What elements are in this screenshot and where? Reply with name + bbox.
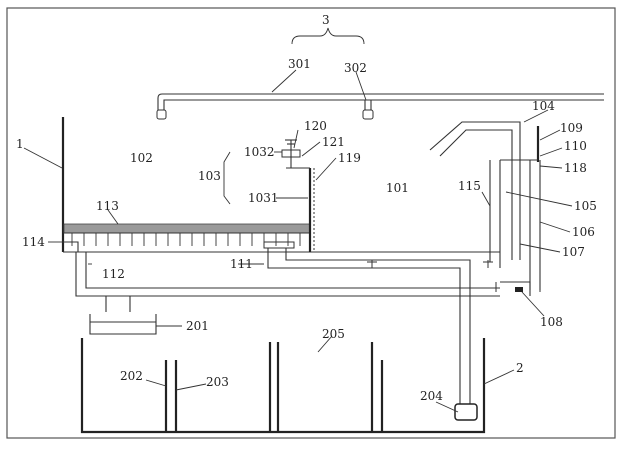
inlet-104-inner bbox=[439, 129, 513, 260]
leader-2 bbox=[483, 369, 515, 385]
label-201: 201 bbox=[186, 319, 209, 333]
leader-110 bbox=[539, 147, 563, 157]
label-203: 203 bbox=[206, 375, 229, 389]
label-205: 205 bbox=[322, 327, 345, 341]
leader-1 bbox=[23, 147, 63, 169]
label-108: 108 bbox=[540, 315, 563, 329]
leader-205 bbox=[317, 335, 333, 353]
spray-assembly bbox=[156, 27, 604, 120]
leader-lines bbox=[23, 109, 573, 413]
brace-3 bbox=[291, 27, 365, 45]
spray-pipe-bottom bbox=[163, 99, 604, 110]
leader-121 bbox=[301, 141, 321, 157]
label-301: 301 bbox=[288, 57, 311, 71]
label-204: 204 bbox=[420, 389, 443, 403]
pipe-111-inner bbox=[285, 248, 471, 418]
main-tank bbox=[61, 117, 500, 418]
collector-111 bbox=[263, 241, 295, 249]
leader-302 bbox=[355, 71, 367, 101]
leader-204 bbox=[435, 401, 459, 413]
right-column bbox=[429, 121, 541, 296]
labels: 3 301 302 1 102 101 103 1032 1031 120 12… bbox=[16, 13, 597, 403]
label-110: 110 bbox=[564, 139, 587, 153]
tray-201 bbox=[89, 314, 157, 335]
pipe-112-inner bbox=[85, 252, 500, 289]
spray-pipe-top bbox=[157, 93, 604, 110]
leader-118 bbox=[539, 165, 563, 169]
pipe-111-outer bbox=[267, 248, 461, 418]
drop-to-201 bbox=[105, 296, 131, 312]
label-2: 2 bbox=[516, 361, 524, 375]
label-101: 101 bbox=[386, 181, 409, 195]
lower-tank-wall bbox=[80, 338, 486, 434]
pipe-115 bbox=[489, 160, 501, 268]
lower-tank bbox=[80, 338, 486, 434]
outlet-114 bbox=[63, 241, 79, 252]
sensor-108 bbox=[515, 287, 523, 292]
label-111: 111 bbox=[230, 257, 253, 271]
label-3: 3 bbox=[322, 13, 330, 27]
pipe-107 bbox=[500, 281, 531, 296]
leader-202 bbox=[145, 379, 167, 387]
label-114: 114 bbox=[22, 235, 45, 249]
leader-301 bbox=[271, 69, 297, 93]
filter-supports bbox=[71, 233, 301, 246]
leader-107 bbox=[519, 243, 561, 253]
leader-108 bbox=[521, 291, 545, 317]
pipe-112-outer bbox=[75, 252, 500, 297]
label-1032: 1032 bbox=[244, 145, 275, 159]
label-121: 121 bbox=[322, 135, 345, 149]
leader-115 bbox=[481, 191, 491, 207]
label-118: 118 bbox=[564, 161, 587, 175]
leader-113 bbox=[107, 209, 119, 225]
label-109: 109 bbox=[560, 121, 583, 135]
label-113: 113 bbox=[96, 199, 119, 213]
valve-b bbox=[483, 260, 493, 268]
leader-104 bbox=[523, 109, 549, 123]
label-104: 104 bbox=[532, 99, 555, 113]
label-119: 119 bbox=[338, 151, 361, 165]
label-102: 102 bbox=[130, 151, 153, 165]
nozzle-right bbox=[362, 109, 374, 120]
figure-frame bbox=[6, 7, 616, 439]
filter-layer-113 bbox=[63, 223, 311, 234]
inlet-104-outer bbox=[429, 121, 521, 260]
label-202: 202 bbox=[120, 369, 143, 383]
label-105: 105 bbox=[574, 199, 597, 213]
label-1: 1 bbox=[16, 137, 24, 151]
label-302: 302 bbox=[344, 61, 367, 75]
label-115: 115 bbox=[458, 179, 481, 193]
label-103: 103 bbox=[198, 169, 221, 183]
label-1031: 1031 bbox=[248, 191, 279, 205]
pipe-106 bbox=[529, 160, 541, 290]
pump-204 bbox=[454, 403, 478, 421]
leader-120 bbox=[293, 129, 299, 149]
label-120: 120 bbox=[304, 119, 327, 133]
label-106: 106 bbox=[572, 225, 595, 239]
label-112: 112 bbox=[102, 267, 125, 281]
valve-a bbox=[367, 260, 377, 268]
label-107: 107 bbox=[562, 245, 585, 259]
side-valves bbox=[495, 282, 541, 292]
leader-119 bbox=[315, 157, 337, 181]
leader-203 bbox=[175, 383, 207, 391]
nozzle-riser-right bbox=[364, 100, 372, 110]
leader-109 bbox=[539, 129, 561, 141]
leader-105 bbox=[505, 191, 573, 207]
brace-103 bbox=[223, 151, 231, 205]
leader-106 bbox=[539, 221, 571, 233]
nozzle-left bbox=[156, 109, 167, 120]
